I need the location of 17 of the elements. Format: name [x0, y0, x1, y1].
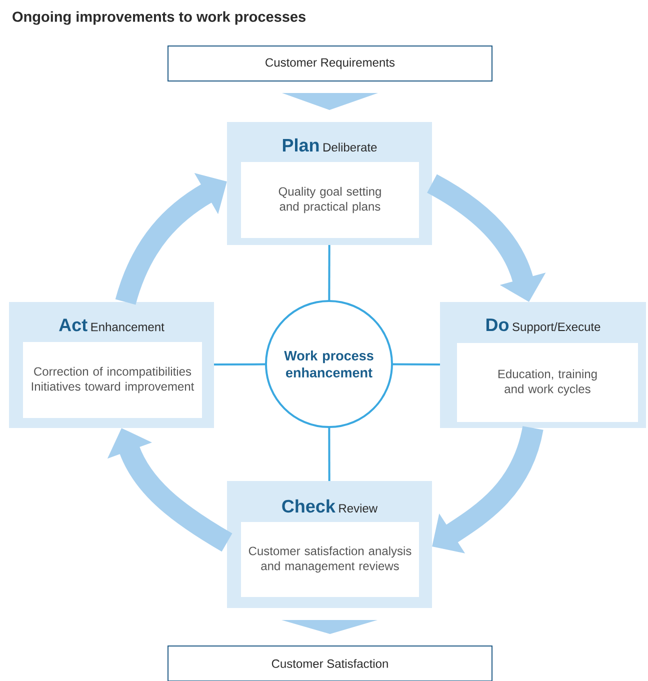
phase-heading: Act Enhancement — [59, 318, 164, 332]
connector-line — [328, 427, 330, 481]
phase-heading: Check Review — [282, 499, 378, 513]
customer-box: Customer Requirements — [168, 46, 492, 82]
connector-line — [214, 363, 266, 366]
description-box: Customer satisfaction analysis and management reviews — [241, 522, 419, 597]
description-box: Quality goal setting and practical plans — [241, 162, 419, 238]
connector-line — [328, 245, 330, 302]
description-box: Correction of incompatibilities Initiatives toward improvement — [23, 342, 202, 418]
customer-box: Customer Satisfaction — [168, 646, 492, 681]
chevron-arrow — [282, 620, 378, 634]
chevron-arrow — [282, 93, 378, 110]
phase-heading: Do Support/Execute — [486, 318, 600, 334]
description-box: Education, training and work cycles — [457, 343, 638, 422]
title: Ongoing improvements to work processes — [12, 11, 306, 25]
phase-heading: Plan Deliberate — [282, 138, 377, 152]
connector-line — [392, 363, 440, 366]
